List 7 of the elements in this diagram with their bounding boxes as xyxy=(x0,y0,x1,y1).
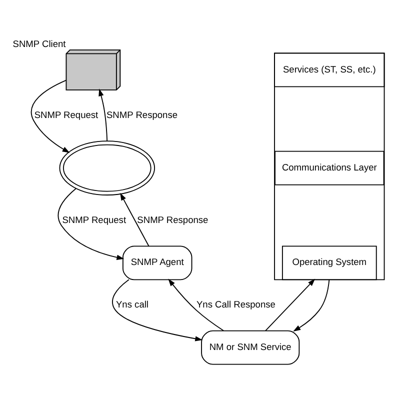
edge-label: SNMP Response xyxy=(106,109,178,120)
edge-label: Yns call xyxy=(116,299,148,310)
edge-label: SNMP Response xyxy=(137,214,208,224)
edge-label: SNMP Request xyxy=(62,214,126,224)
edge-label: SNMP Request xyxy=(34,109,98,120)
edge-label: Yns Call Response xyxy=(196,299,276,310)
node-label: SNMP Client xyxy=(12,38,66,49)
